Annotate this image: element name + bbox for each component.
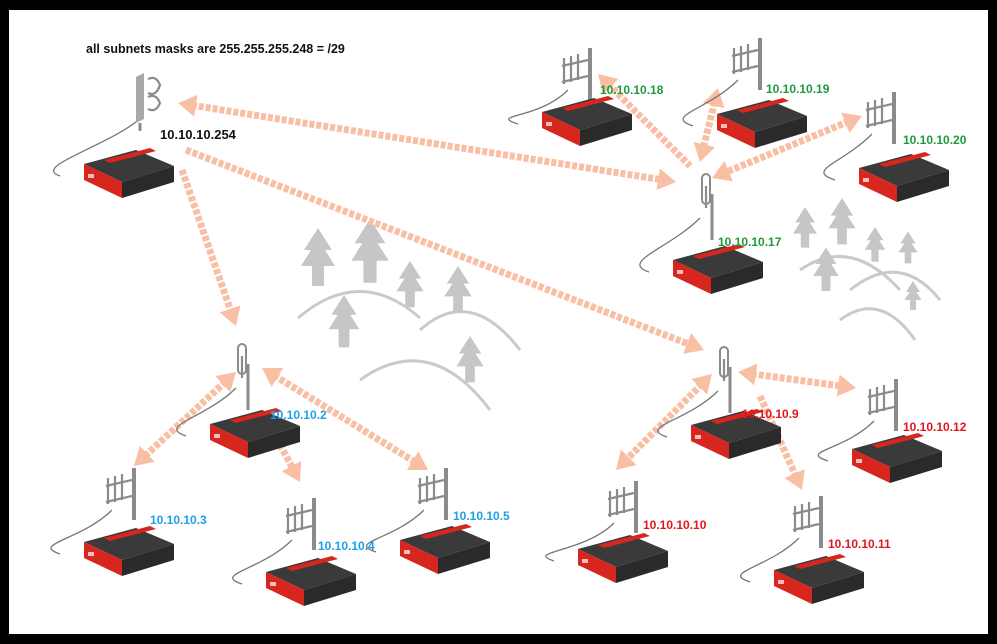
tree-icon [301, 228, 335, 286]
ip-label-n11: 10.10.10.11 [828, 537, 891, 551]
yagi-antenna-icon [607, 481, 638, 533]
node-n11: 10.10.10.11 [740, 496, 891, 604]
hill-outline [359, 359, 492, 411]
node-n9: 10.10.10.9 [657, 346, 799, 459]
router-icon [84, 148, 174, 198]
router-icon [852, 433, 942, 483]
hill-outline [418, 310, 522, 351]
tree-icon [864, 227, 886, 262]
router-icon [673, 244, 763, 294]
panel-antenna-icon [136, 73, 162, 131]
tree-icon [396, 261, 424, 308]
tree-icon [456, 336, 484, 383]
ip-label-n19: 10.10.10.19 [766, 82, 830, 96]
link-arrow-n2-n5 [262, 368, 428, 470]
link-arrow-n17-n20 [712, 112, 862, 182]
link-arrow-main-n17 [178, 94, 676, 191]
omni-antenna-icon [237, 343, 250, 410]
link-arrow-n17-n18 [598, 74, 693, 169]
yagi-antenna-icon [285, 498, 316, 550]
yagi-antenna-icon [561, 48, 592, 100]
yagi-antenna-icon [865, 92, 896, 144]
ip-label-n10: 10.10.10.10 [643, 518, 707, 532]
router-icon [400, 524, 490, 574]
tree-icon [828, 198, 856, 245]
ip-label-n12: 10.10.10.12 [903, 420, 967, 434]
router-icon [542, 96, 632, 146]
ip-label-n3: 10.10.10.3 [150, 513, 207, 527]
node-n4: 10.10.10.4 [232, 498, 375, 606]
tree-icon [444, 266, 472, 313]
ip-label-n5: 10.10.10.5 [453, 509, 510, 523]
antenna-cable [682, 79, 739, 127]
hill-outline [839, 307, 917, 341]
antenna-cable [176, 387, 237, 437]
node-n12: 10.10.10.12 [817, 379, 967, 483]
scenery-hills-trees [297, 198, 942, 411]
omni-antenna-icon [719, 346, 732, 413]
router-icon [578, 533, 668, 583]
tree-icon [351, 219, 389, 283]
omni-antenna-icon [701, 173, 714, 240]
node-n17: 10.10.10.17 [639, 173, 782, 294]
antenna-cable [508, 89, 569, 125]
yagi-antenna-icon [867, 379, 898, 431]
node-n5: 10.10.10.5 [365, 468, 510, 574]
antenna-cable [365, 509, 425, 553]
node-n19: 10.10.10.19 [682, 38, 830, 148]
link-arrow-n9-n12 [738, 363, 856, 397]
link-arrow-n9-n10 [616, 374, 712, 470]
router-icon [717, 98, 807, 148]
antenna-cable [50, 509, 113, 555]
tree-icon [328, 295, 360, 348]
yagi-antenna-icon [105, 468, 136, 520]
node-main: 10.10.10.254 [52, 73, 237, 198]
link-arrow-n2-n3 [134, 372, 236, 466]
network-nodes: 10.10.10.254 10.10.10.17 10.10.10.18 10.10.… [50, 38, 967, 606]
tree-icon [793, 207, 817, 248]
hill-outline [849, 270, 942, 301]
router-icon [774, 554, 864, 604]
link-arrow-main-n2 [178, 168, 241, 326]
node-n18: 10.10.10.18 [508, 48, 664, 146]
hill-outline [297, 290, 421, 320]
ip-label-main: 10.10.10.254 [160, 127, 237, 142]
hill-outline [799, 254, 902, 292]
antenna-cable [639, 217, 701, 273]
router-icon [691, 409, 781, 459]
router-icon [210, 408, 300, 458]
yagi-antenna-icon [731, 38, 762, 90]
ip-label-n4: 10.10.10.4 [318, 539, 375, 553]
ip-label-n9: 10.10.10.9 [742, 407, 799, 421]
link-arrows [134, 74, 862, 490]
router-icon [84, 526, 174, 576]
tree-icon [904, 281, 922, 310]
node-n3: 10.10.10.3 [50, 468, 207, 576]
router-icon [266, 556, 356, 606]
ip-label-n17: 10.10.10.17 [718, 235, 782, 249]
ip-label-n20: 10.10.10.20 [903, 133, 967, 147]
node-n20: 10.10.10.20 [823, 92, 967, 202]
yagi-antenna-icon [792, 496, 823, 548]
yagi-antenna-icon [417, 468, 448, 520]
antenna-cable [545, 522, 615, 562]
antenna-cable [740, 537, 800, 583]
diagram-title: all subnets masks are 255.255.255.248 = … [86, 42, 345, 56]
antenna-cable [52, 114, 145, 177]
node-n10: 10.10.10.10 [545, 481, 707, 583]
antenna-cable [232, 539, 293, 585]
antenna-cable [817, 420, 875, 462]
antenna-cable [657, 390, 719, 438]
tree-icon [813, 247, 839, 291]
ip-label-n18: 10.10.10.18 [600, 83, 664, 97]
link-arrow-main-n9 [184, 146, 704, 354]
ip-label-n2: 10.10.10.2 [270, 408, 327, 422]
router-icon [859, 152, 949, 202]
tree-icon [898, 231, 918, 264]
node-n2: 10.10.10.2 [176, 343, 327, 458]
antenna-cable [823, 133, 873, 181]
